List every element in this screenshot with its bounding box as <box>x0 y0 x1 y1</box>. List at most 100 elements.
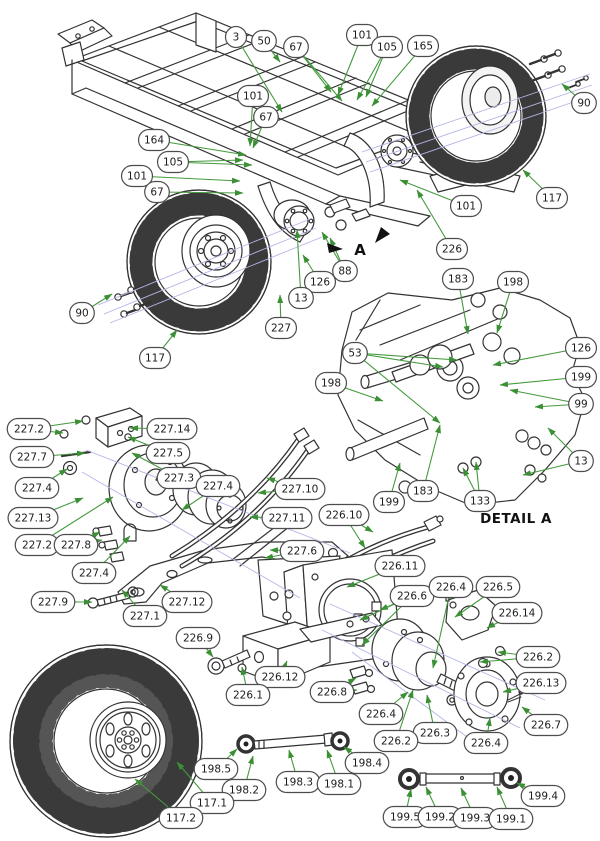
callout-label-101: 101 <box>352 30 372 42</box>
leader-line-226.4 <box>431 586 452 669</box>
callout-label-199.2: 199.2 <box>425 812 455 824</box>
callout-label-226.4: 226.4 <box>436 582 466 594</box>
callout-bubble-226.10 <box>318 503 370 527</box>
section-marker-label: A <box>354 241 366 259</box>
callout-bubble-226.12 <box>254 665 306 689</box>
callout-bubble-198.4 <box>344 751 390 775</box>
callout-label-227.7: 227.7 <box>17 452 47 464</box>
callout-label-165: 165 <box>413 41 433 53</box>
callout-label-226.12: 226.12 <box>262 672 299 684</box>
callout-label-226.11: 226.11 <box>382 561 419 573</box>
callout-label-53: 53 <box>348 348 361 360</box>
callout-bubble-226.9 <box>175 626 221 650</box>
leader-layer <box>28 34 585 820</box>
callout-bubble-13 <box>568 449 594 473</box>
callout-bubble-226.14 <box>491 601 543 625</box>
callout-label-13: 13 <box>294 293 307 305</box>
callout-label-198: 198 <box>503 277 523 289</box>
callout-bubble-198 <box>314 371 348 395</box>
callout-label-105: 105 <box>163 157 183 169</box>
callout-label-126: 126 <box>310 277 330 289</box>
callout-label-133: 133 <box>470 496 490 508</box>
callout-bubble-226.4 <box>463 731 509 755</box>
callout-bubble-227.1 <box>122 604 168 628</box>
callout-bubble-183 <box>441 267 475 291</box>
callout-label-227.1: 227.1 <box>130 611 160 623</box>
callout-bubble-227.9 <box>30 590 76 614</box>
callout-bubble-226.8 <box>309 680 355 704</box>
callout-label-226.13: 226.13 <box>523 678 560 690</box>
callout-label-199.1: 199.1 <box>496 814 526 826</box>
callout-label-88: 88 <box>338 266 351 278</box>
section-cut-arrow-left <box>327 243 343 253</box>
lug-bolts-right <box>528 49 589 89</box>
leader-line-3 <box>235 36 283 113</box>
callout-label-198.1: 198.1 <box>324 779 354 791</box>
callout-bubble-198 <box>496 270 530 294</box>
callout-label-226.1: 226.1 <box>233 690 263 702</box>
callout-bubble-226 <box>435 237 469 261</box>
callout-label-117: 117 <box>145 353 165 365</box>
callout-label-198.4: 198.4 <box>352 758 382 770</box>
callout-label-226.10: 226.10 <box>326 510 363 522</box>
callout-bubble-227.12 <box>161 590 213 614</box>
callout-bubble-199 <box>372 490 406 514</box>
callout-bubble-227.7 <box>9 445 55 469</box>
callout-bubble-90 <box>571 91 597 115</box>
callout-bubble-67 <box>283 35 309 59</box>
callout-label-50: 50 <box>257 36 270 48</box>
callout-label-117.1: 117.1 <box>197 798 227 810</box>
callout-bubble-117 <box>138 346 172 370</box>
callout-label-227.10: 227.10 <box>282 484 319 496</box>
callout-bubble-226.2 <box>373 729 419 753</box>
callout-bubble-227.4 <box>71 561 117 585</box>
callout-label-226.7: 226.7 <box>531 720 561 732</box>
callout-bubble-101 <box>120 164 154 188</box>
callout-label-198.5: 198.5 <box>201 764 231 776</box>
callout-label-99: 99 <box>574 399 587 411</box>
callout-label-226.3: 226.3 <box>420 728 450 740</box>
detail-a-title: DETAIL A <box>480 511 552 527</box>
callout-bubble-101 <box>345 23 379 47</box>
callout-label-227.5: 227.5 <box>153 448 183 460</box>
callout-bubble-117 <box>535 186 569 210</box>
callout-label-226.6: 226.6 <box>397 591 427 603</box>
callout-bubble-90 <box>69 301 95 325</box>
callout-label-226.8: 226.8 <box>317 687 347 699</box>
callout-bubble-53 <box>342 341 368 365</box>
artwork <box>9 12 589 838</box>
leader-line-67 <box>156 189 244 196</box>
callout-bubble-165 <box>406 34 440 58</box>
callout-bubble-226.11 <box>374 554 426 578</box>
callout-label-226.2: 226.2 <box>523 652 553 664</box>
callout-bubble-67 <box>253 105 279 129</box>
leader-line-101 <box>136 175 241 184</box>
leader-line-53 <box>354 352 444 369</box>
rear-right-tire <box>405 45 547 187</box>
callout-label-227.3: 227.3 <box>164 473 194 485</box>
callout-label-227.12: 227.12 <box>169 597 206 609</box>
callout-label-198.2: 198.2 <box>229 785 259 797</box>
callout-bubble-198.1 <box>316 772 362 796</box>
callout-label-101: 101 <box>243 91 263 103</box>
callout-bubble-227.4 <box>195 474 241 498</box>
axis-lines <box>81 73 593 749</box>
callout-bubble-199.1 <box>488 807 534 831</box>
callout-label-183: 183 <box>413 486 433 498</box>
callout-label-101: 101 <box>127 171 147 183</box>
callout-label-227.8: 227.8 <box>61 540 91 552</box>
callout-bubble-226.4 <box>428 575 474 599</box>
leader-line-53 <box>354 352 441 424</box>
callout-bubble-3 <box>224 25 248 49</box>
callout-label-117.2: 117.2 <box>166 813 196 825</box>
tie-rod-198 <box>236 731 350 754</box>
front-left-tire <box>126 189 272 335</box>
callout-label-226.4: 226.4 <box>471 738 501 750</box>
callout-label-226: 226 <box>442 244 462 256</box>
callout-label-67: 67 <box>259 112 272 124</box>
callout-label-198.3: 198.3 <box>283 777 313 789</box>
callout-bubble-105 <box>156 150 190 174</box>
callout-bubble-99 <box>568 392 594 416</box>
